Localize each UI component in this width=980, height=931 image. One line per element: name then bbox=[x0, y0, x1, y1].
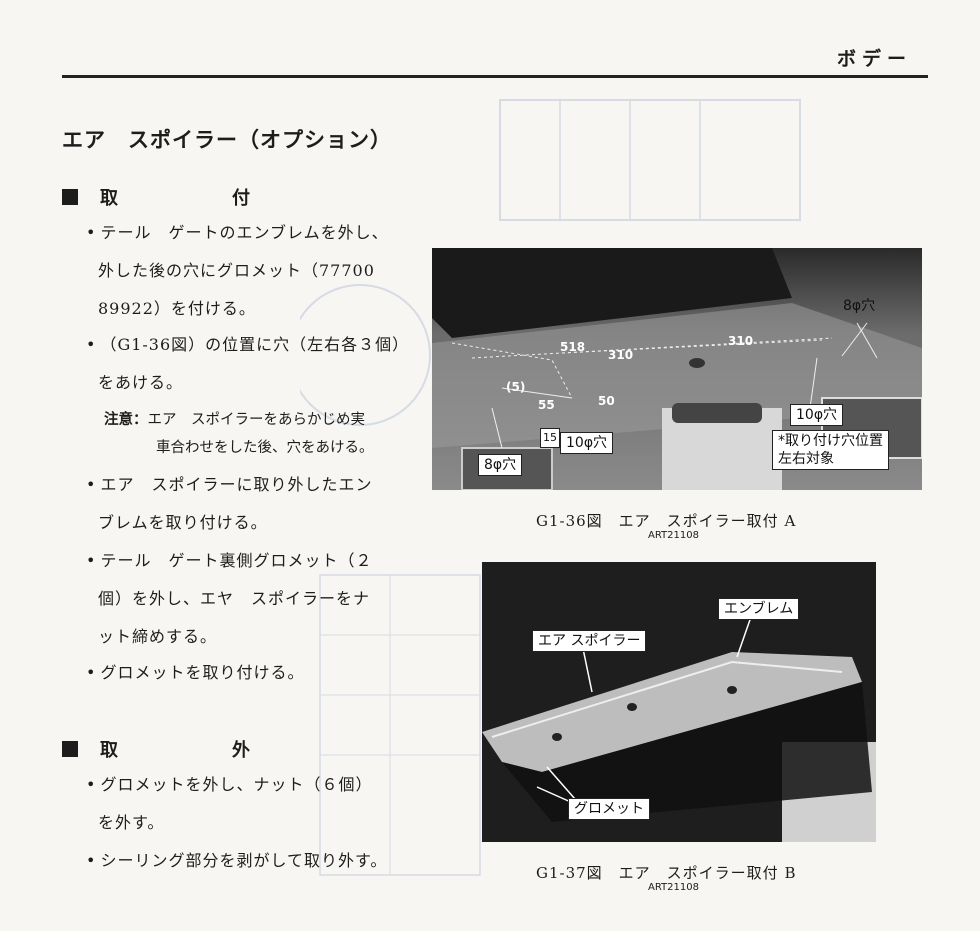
label-hole-position-note: *取り付け穴位置 左右対象 bbox=[772, 430, 889, 470]
figure-b-code: ART21108 bbox=[648, 882, 699, 893]
dim-5: (5) bbox=[506, 380, 526, 394]
figure-a-caption: G1-36図 エア スポイラー取付 A bbox=[536, 512, 797, 530]
remove-step-1: •グロメットを外し、ナット（６個） を外す。 bbox=[86, 775, 373, 832]
install-step-4: •テール ゲート裏側グロメット（２ 個）を外し、エヤ スポイラーをナ ット締めす… bbox=[86, 551, 373, 646]
remove-heading: 取 外 bbox=[62, 736, 298, 762]
label-10mm-hole-left: 10φ穴 bbox=[560, 432, 614, 454]
figure-a-code: ART21108 bbox=[648, 530, 699, 541]
header-rule bbox=[62, 75, 928, 78]
heading-square-icon bbox=[62, 189, 78, 205]
install-note: 注意：エア スポイラーをあらかじめ実 車合わせをした後、穴をあける。 bbox=[104, 412, 374, 456]
dim-310-left: 310 bbox=[608, 348, 634, 362]
label-10mm-hole-right: 10φ穴 bbox=[790, 404, 844, 426]
spoiler-illustration bbox=[482, 562, 876, 842]
figure-a-photo: 518 310 310 (5) 55 50 15 8φ穴 10φ穴 10φ穴 8… bbox=[432, 248, 922, 490]
dim-310-right: 310 bbox=[728, 334, 754, 348]
heading-square-icon bbox=[62, 741, 78, 757]
install-step-5: •グロメットを取り付ける。 bbox=[86, 663, 305, 682]
install-heading: 取 付 bbox=[62, 184, 298, 210]
dim-15: 15 bbox=[540, 428, 560, 448]
dim-518: 518 bbox=[560, 340, 586, 354]
label-grommet: グロメット bbox=[568, 798, 650, 820]
figure-b-caption: G1-37図 エア スポイラー取付 B bbox=[536, 864, 797, 882]
figure-b-photo: エンブレム エア スポイラー グロメット bbox=[482, 562, 876, 842]
remove-step-2: •シーリング部分を剥がして取り外す。 bbox=[86, 851, 388, 870]
label-8mm-hole-right: 8φ穴 bbox=[843, 298, 876, 314]
install-step-1: •テール ゲートのエンブレムを外し、 外した後の穴にグロメット（77700 89… bbox=[86, 223, 389, 318]
dim-55: 55 bbox=[538, 398, 555, 412]
label-air-spoiler: エア スポイラー bbox=[532, 630, 647, 652]
install-step-3: •エア スポイラーに取り外したエン ブレムを取り付ける。 bbox=[86, 475, 373, 532]
section-label: ボデー bbox=[836, 48, 912, 70]
label-8mm-hole-left: 8φ穴 bbox=[478, 454, 523, 476]
page-title: エア スポイラー（オプション） bbox=[62, 128, 392, 152]
install-step-2: •（G1-36図）の位置に穴（左右各３個） をあける。 bbox=[86, 335, 410, 392]
dim-50: 50 bbox=[598, 394, 615, 408]
label-emblem: エンブレム bbox=[718, 598, 800, 620]
